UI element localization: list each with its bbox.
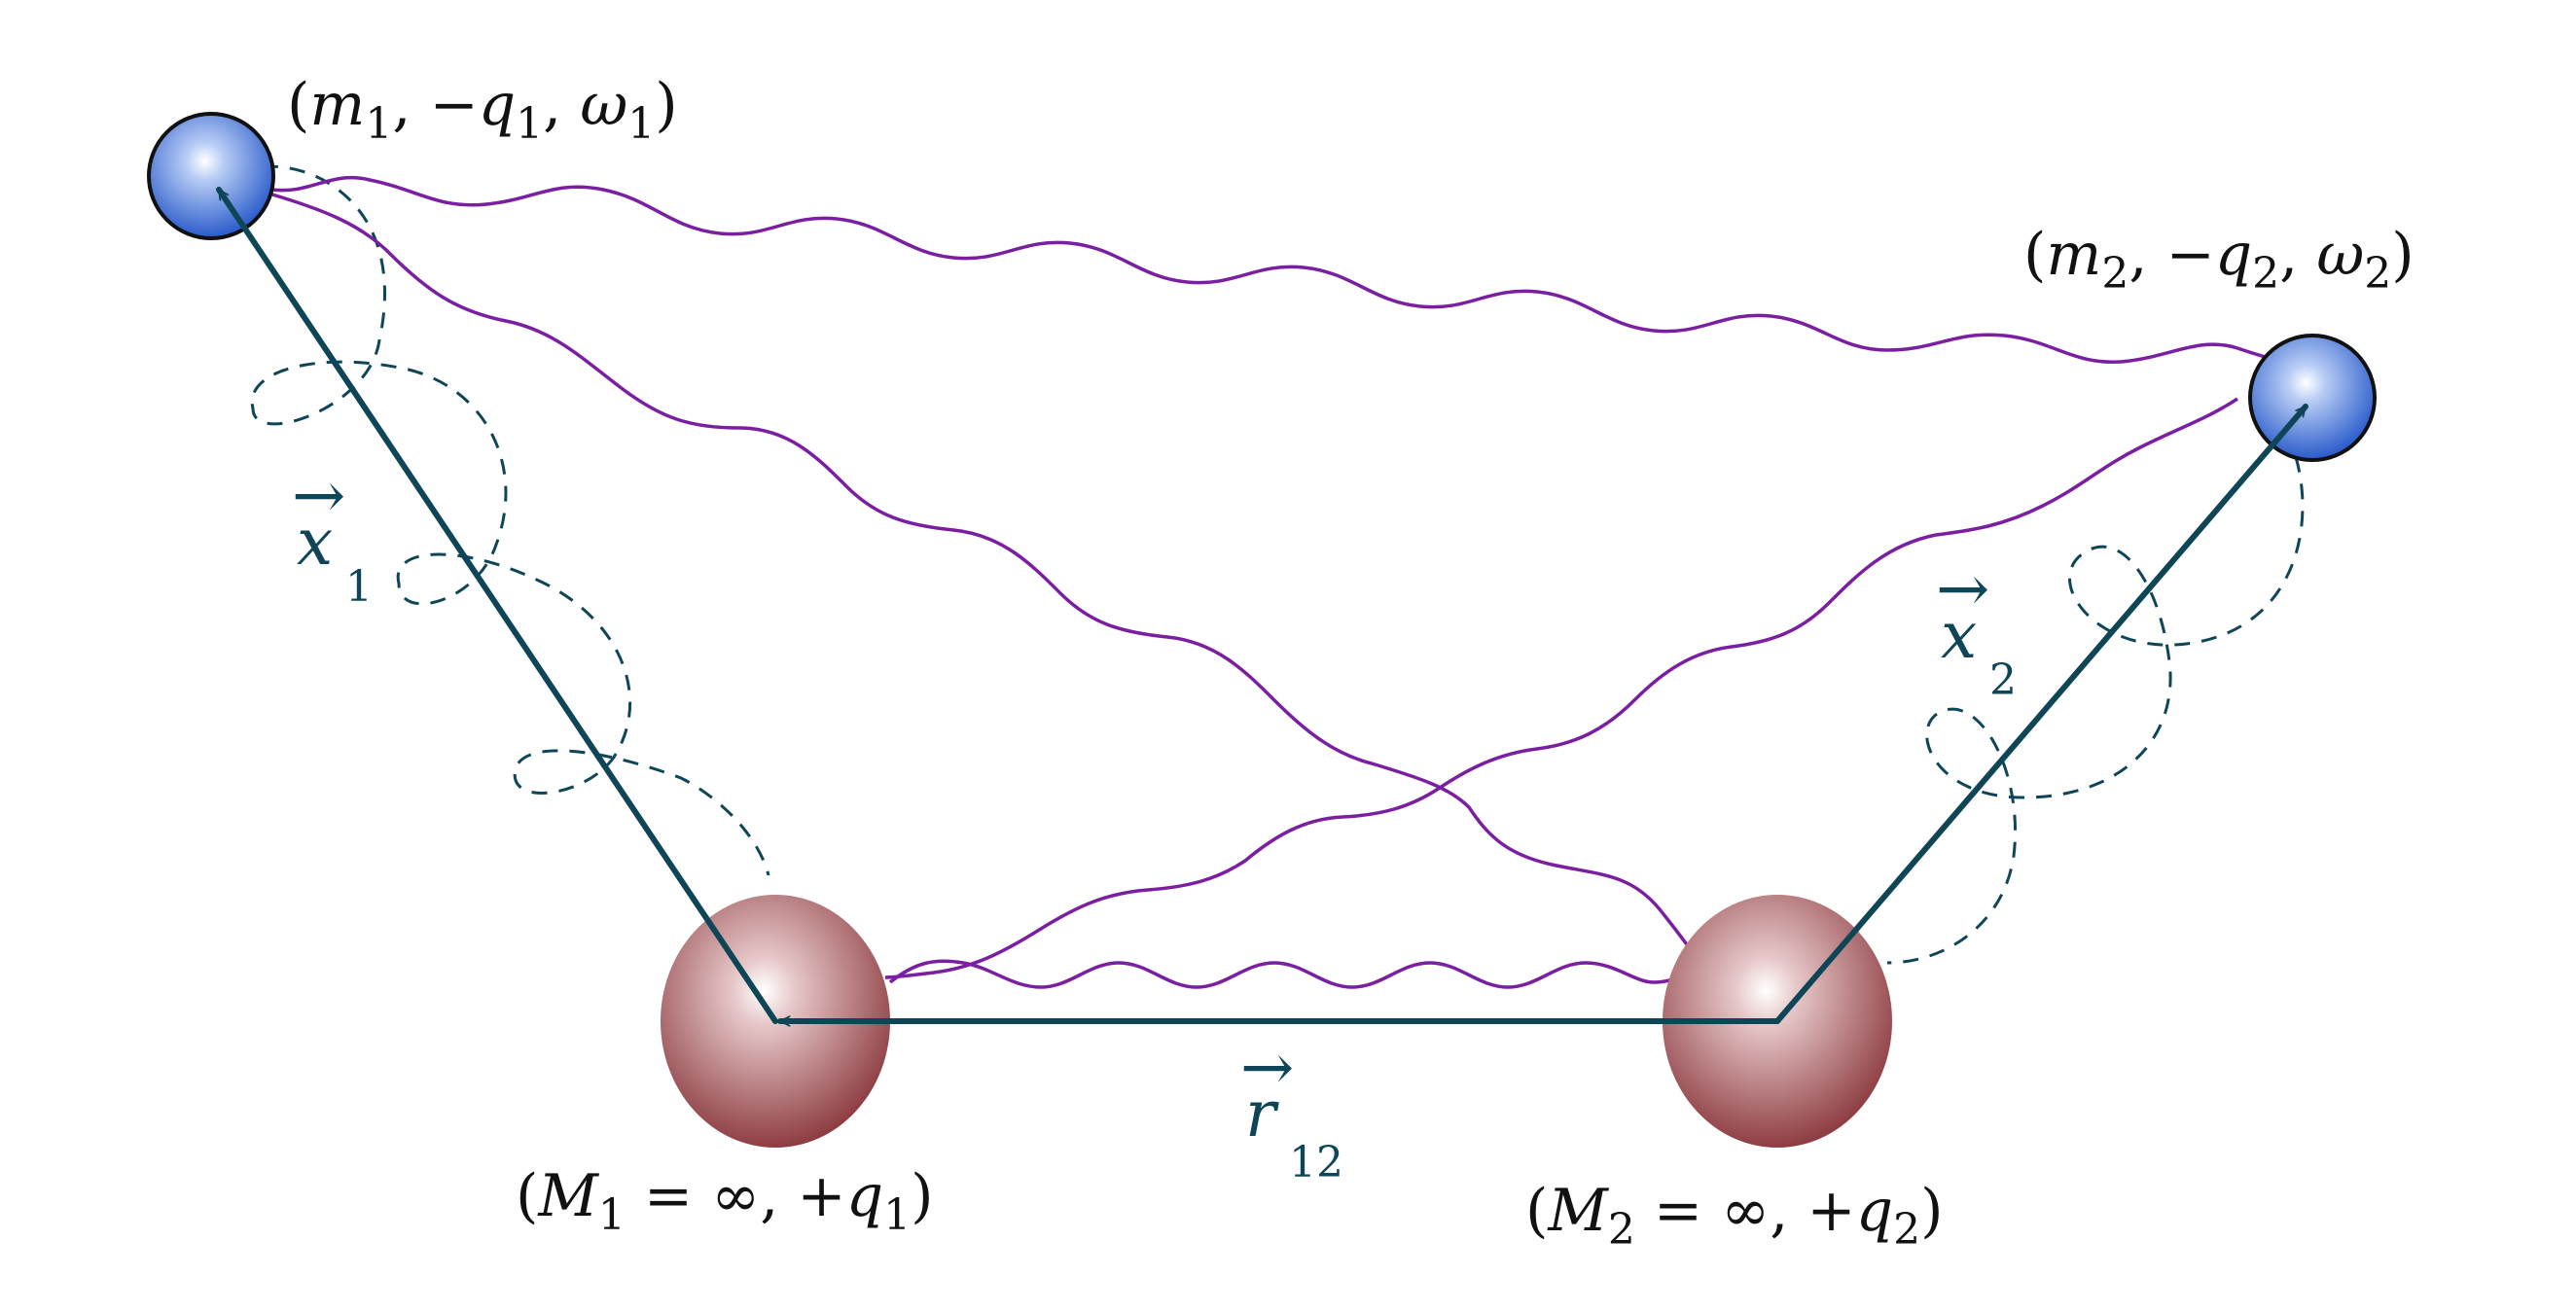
electron-1-label: (m1, −q1, ω1) <box>287 71 678 149</box>
vector-x1-label: → x 1 <box>292 458 373 612</box>
photon-e1-n2 <box>271 193 1699 960</box>
vector-r12-symbol: r <box>1245 1077 1279 1152</box>
vector-x1-arrow <box>216 187 778 1024</box>
vector-x1-subscript: 1 <box>345 562 373 612</box>
vector-x2-symbol: x <box>1941 598 1977 673</box>
vector-x1-symbol: x <box>297 505 333 580</box>
orbit-path-electron-1 <box>250 164 770 876</box>
photon-lines <box>271 175 2292 989</box>
electron-2-label: (m2, −q2, ω2) <box>2023 221 2415 299</box>
orbit-path-electron-2 <box>1886 456 2305 965</box>
vector-r12-arrow-glyph: → <box>1240 1030 1294 1105</box>
electron-2 <box>2248 334 2377 462</box>
electron-1 <box>147 112 275 240</box>
photon-e2-n1 <box>884 397 2238 979</box>
vector-x1-arrow-glyph: → <box>292 458 345 533</box>
vector-x2-arrow-glyph: → <box>1936 551 1989 626</box>
nucleus-2-label: (M2 = ∞, +q2) <box>1525 1177 1944 1255</box>
photon-n1-n2 <box>888 959 1684 989</box>
vector-x2-subscript: 2 <box>1989 656 2017 705</box>
vector-r12-label: → r 12 <box>1240 1030 1343 1187</box>
vector-x2-arrow <box>1774 404 2308 1024</box>
vector-arrows <box>216 187 2308 1027</box>
nucleus-1-label: (M1 = ∞, +q1) <box>516 1162 934 1240</box>
vector-r12-subscript: 12 <box>1289 1138 1343 1187</box>
photon-e1-e2 <box>271 175 2292 364</box>
vector-x2-label: → x 2 <box>1936 551 2017 705</box>
